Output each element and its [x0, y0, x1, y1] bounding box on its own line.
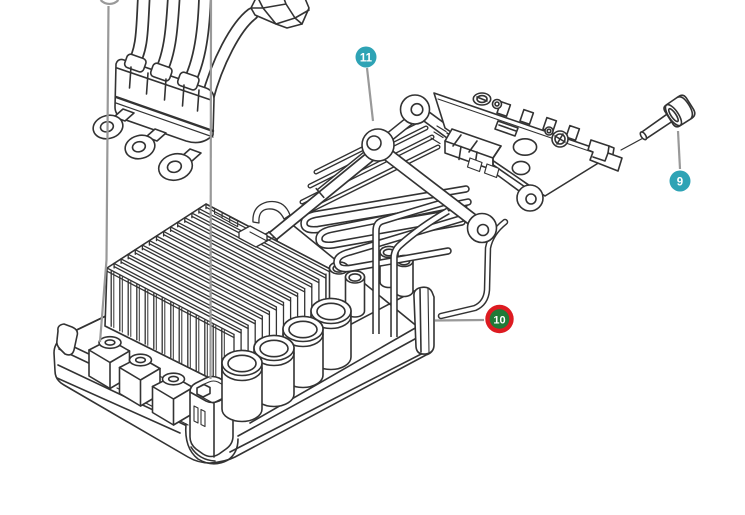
svg-text:9: 9 [677, 177, 683, 189]
svg-text:11: 11 [360, 53, 373, 65]
svg-text:10: 10 [493, 315, 505, 327]
